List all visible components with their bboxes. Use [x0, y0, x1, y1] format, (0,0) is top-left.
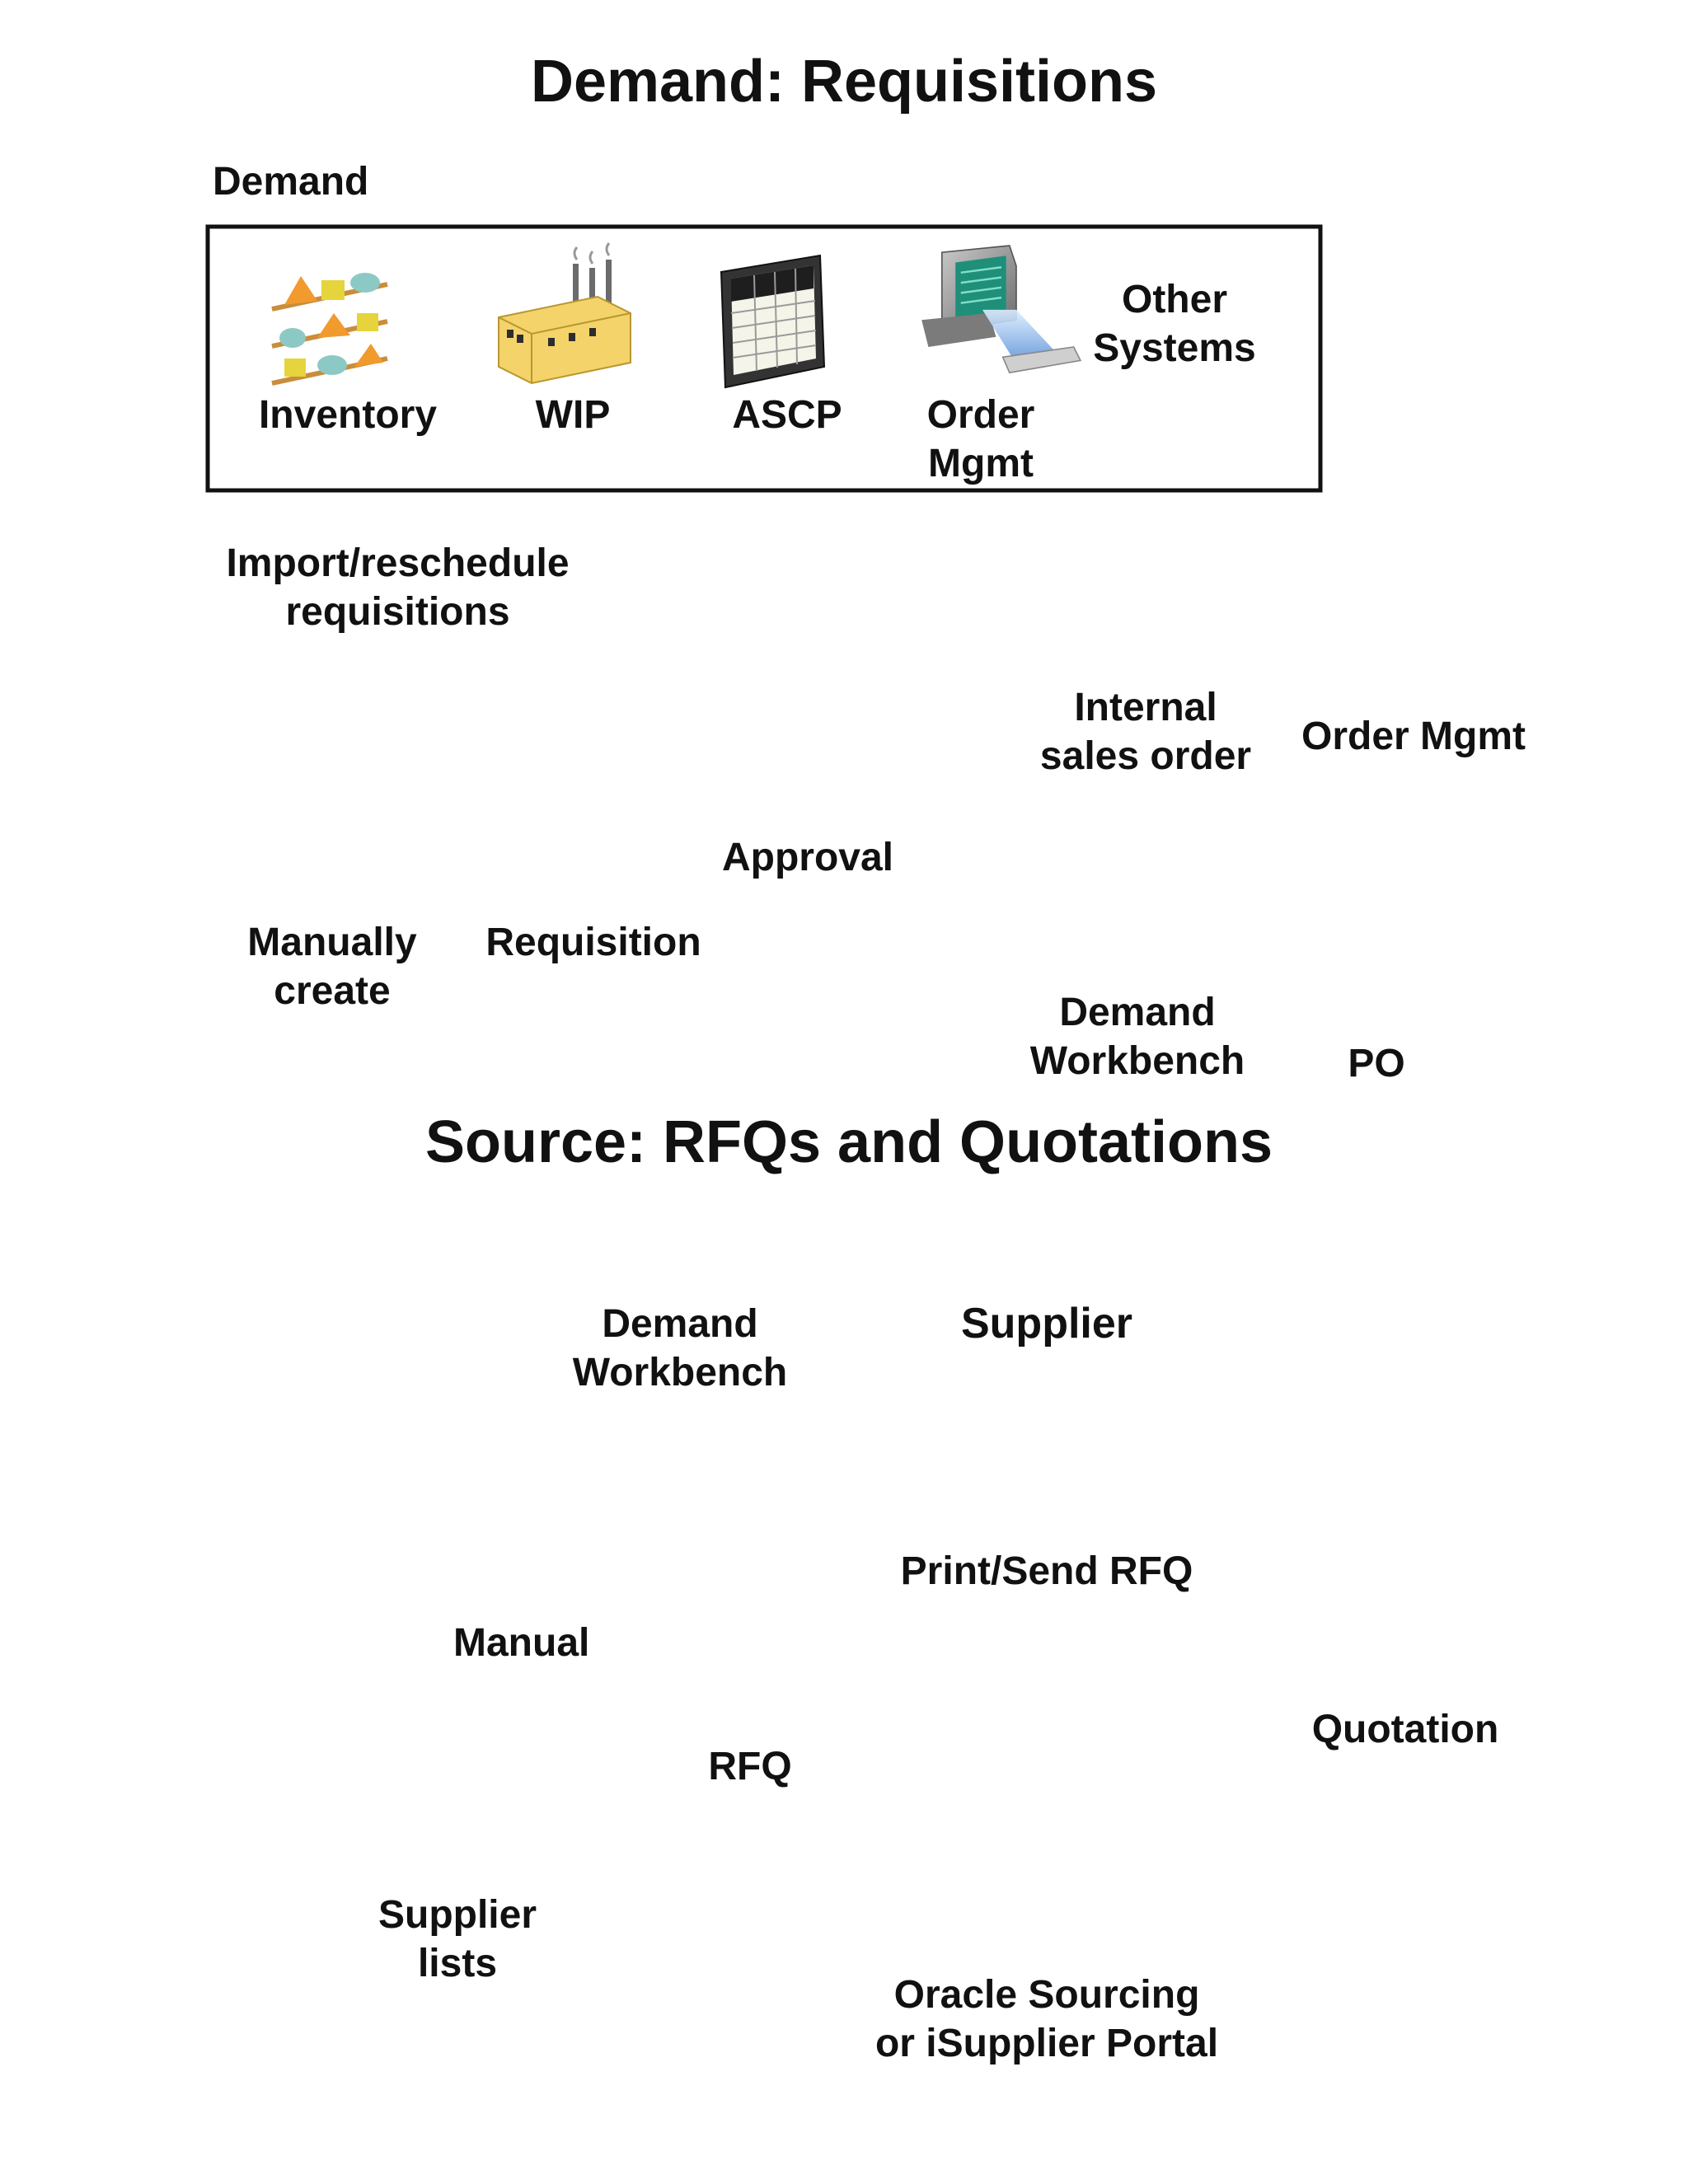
oracle-sourcing-label: Oracle Sourcing or iSupplier Portal [874, 1973, 1219, 2065]
quotation-label: Quotation [1311, 1708, 1499, 1751]
requisition-label: Requisition [485, 921, 701, 964]
source-demand-workbench-label: Demand Workbench [572, 1302, 788, 1394]
demand-box [205, 224, 1323, 493]
inventory-shelves-icon [271, 273, 388, 386]
manual-label: Manual [453, 1621, 590, 1665]
computer-terminal-icon [920, 244, 1082, 374]
order-mgmt-label: Order Mgmt [1301, 715, 1526, 758]
source-title: Source: RFQs and Quotations [424, 1109, 1273, 1175]
print-send-rfq-label: Print/Send RFQ [900, 1549, 1193, 1593]
source-label-other-systems: Other Systems [1093, 278, 1256, 370]
internal-sales-order-label: Internal sales order [1039, 686, 1252, 778]
factory-icon [498, 242, 631, 385]
demand-title: Demand: Requisitions [530, 49, 1158, 115]
source-label-ascp: ASCP [732, 393, 842, 437]
source-label-wip: WIP [535, 393, 611, 437]
supplier-lists-label: Supplier lists [377, 1893, 537, 1985]
source-label-inventory: Inventory [258, 393, 438, 437]
spreadsheet-screen-icon [720, 254, 826, 389]
rfq-label: RFQ [708, 1745, 792, 1788]
manually-create-label: Manually create [247, 921, 417, 1013]
import-reschedule-label: Import/reschedule requisitions [226, 541, 570, 634]
demand-workbench-label: Demand Workbench [1029, 991, 1245, 1083]
supplier-box-title: Supplier [960, 1300, 1133, 1347]
approval-label: Approval [721, 836, 894, 879]
po-label: PO [1348, 1042, 1405, 1085]
source-label-order-mgmt: Order Mgmt [926, 393, 1035, 485]
demand-box-label: Demand [213, 160, 369, 204]
